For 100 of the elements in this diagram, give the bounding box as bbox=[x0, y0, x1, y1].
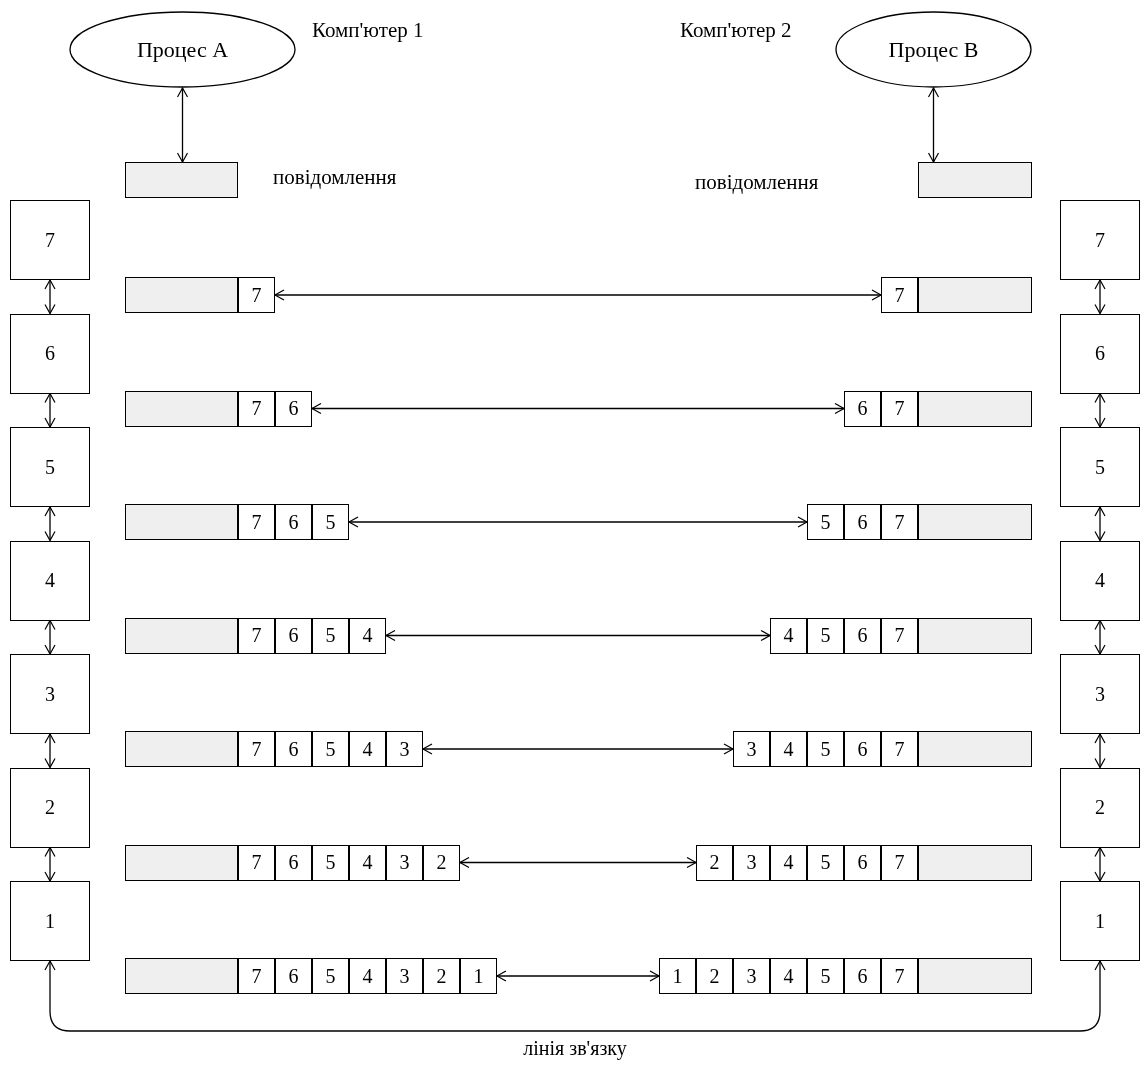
header-cell: 3 bbox=[733, 731, 770, 767]
header-cell: 7 bbox=[238, 277, 275, 313]
header-cell: 6 bbox=[844, 617, 881, 654]
data-field bbox=[918, 617, 1032, 654]
message-box bbox=[125, 162, 238, 198]
arrow bbox=[1094, 846, 1106, 882]
data-field bbox=[918, 277, 1032, 313]
arrow bbox=[348, 516, 808, 528]
header-cell: 4 bbox=[349, 731, 386, 767]
layer-box: 1 bbox=[1060, 881, 1140, 961]
header-cell: 7 bbox=[881, 504, 918, 540]
arrow bbox=[44, 506, 56, 542]
header-cell: 7 bbox=[881, 617, 918, 654]
message-label: повідомлення bbox=[273, 165, 397, 190]
layer-box: 5 bbox=[1060, 427, 1140, 507]
arrow bbox=[459, 856, 697, 869]
arrow bbox=[176, 87, 189, 163]
header-cell: 4 bbox=[770, 958, 807, 994]
data-field bbox=[918, 504, 1032, 540]
layer-box: 3 bbox=[1060, 654, 1140, 734]
data-field bbox=[125, 617, 238, 654]
message-label: повідомлення bbox=[695, 170, 819, 195]
arrow bbox=[1094, 619, 1106, 655]
arrow bbox=[1094, 279, 1106, 315]
header-cell: 7 bbox=[238, 617, 275, 654]
header-cell: 2 bbox=[423, 844, 460, 881]
header-cell: 3 bbox=[386, 958, 423, 994]
header-cell: 1 bbox=[460, 958, 497, 994]
header-cell: 6 bbox=[844, 390, 881, 427]
header-cell: 7 bbox=[881, 844, 918, 881]
data-field bbox=[125, 844, 238, 881]
header-cell: 7 bbox=[881, 731, 918, 767]
arrow bbox=[44, 279, 56, 315]
header-cell: 6 bbox=[844, 504, 881, 540]
header-cell: 5 bbox=[312, 731, 349, 767]
layer-box: 3 bbox=[10, 654, 90, 734]
header-cell: 6 bbox=[275, 731, 312, 767]
layer-box: 4 bbox=[10, 540, 90, 621]
layer-box: 6 bbox=[10, 313, 90, 394]
header-cell: 3 bbox=[386, 731, 423, 767]
header-cell: 4 bbox=[349, 617, 386, 654]
computer-label: Комп'ютер 2 bbox=[680, 18, 792, 43]
header-cell: 3 bbox=[733, 844, 770, 881]
header-cell: 7 bbox=[238, 844, 275, 881]
data-field bbox=[918, 731, 1032, 767]
header-cell: 4 bbox=[770, 844, 807, 881]
header-cell: 2 bbox=[696, 958, 733, 994]
data-field bbox=[125, 504, 238, 540]
arrow bbox=[44, 733, 56, 769]
arrow bbox=[311, 402, 845, 415]
header-cell: 6 bbox=[275, 390, 312, 427]
header-cell: 7 bbox=[881, 958, 918, 994]
header-cell: 6 bbox=[844, 731, 881, 767]
header-cell: 7 bbox=[238, 731, 275, 767]
header-cell: 6 bbox=[275, 844, 312, 881]
data-field bbox=[125, 731, 238, 767]
header-cell: 6 bbox=[275, 958, 312, 994]
arrow bbox=[496, 970, 660, 982]
arrow bbox=[44, 619, 56, 655]
header-cell: 5 bbox=[807, 617, 844, 654]
arrow bbox=[1094, 506, 1106, 542]
header-cell: 5 bbox=[807, 731, 844, 767]
header-cell: 1 bbox=[659, 958, 696, 994]
layer-box: 6 bbox=[1060, 313, 1140, 394]
header-cell: 4 bbox=[770, 617, 807, 654]
data-field bbox=[125, 958, 238, 994]
arrow bbox=[44, 846, 56, 882]
header-cell: 5 bbox=[807, 958, 844, 994]
computer-label: Комп'ютер 1 bbox=[312, 18, 424, 43]
data-field bbox=[918, 958, 1032, 994]
arrow bbox=[274, 289, 882, 301]
layer-box: 7 bbox=[10, 200, 90, 280]
header-cell: 5 bbox=[807, 504, 844, 540]
arrow bbox=[422, 743, 734, 755]
header-cell: 2 bbox=[696, 844, 733, 881]
header-cell: 4 bbox=[349, 844, 386, 881]
header-cell: 6 bbox=[844, 844, 881, 881]
header-cell: 4 bbox=[770, 731, 807, 767]
layer-box: 2 bbox=[10, 767, 90, 848]
header-cell: 7 bbox=[238, 958, 275, 994]
header-cell: 6 bbox=[844, 958, 881, 994]
header-cell: 2 bbox=[423, 958, 460, 994]
header-cell: 7 bbox=[881, 277, 918, 313]
header-cell: 5 bbox=[312, 958, 349, 994]
layer-box: 5 bbox=[10, 427, 90, 507]
process-ellipse: Процес A bbox=[69, 11, 296, 88]
data-field bbox=[125, 277, 238, 313]
header-cell: 5 bbox=[312, 844, 349, 881]
process-ellipse: Процес B bbox=[835, 11, 1032, 88]
arrow bbox=[44, 392, 56, 428]
header-cell: 7 bbox=[238, 504, 275, 540]
layer-box: 2 bbox=[1060, 767, 1140, 848]
arrow bbox=[1094, 733, 1106, 769]
header-cell: 7 bbox=[881, 390, 918, 427]
data-field bbox=[125, 390, 238, 427]
header-cell: 3 bbox=[733, 958, 770, 994]
layer-box: 1 bbox=[10, 881, 90, 961]
layer-box: 4 bbox=[1060, 540, 1140, 621]
message-box bbox=[918, 162, 1032, 198]
arrow bbox=[44, 960, 1106, 1032]
